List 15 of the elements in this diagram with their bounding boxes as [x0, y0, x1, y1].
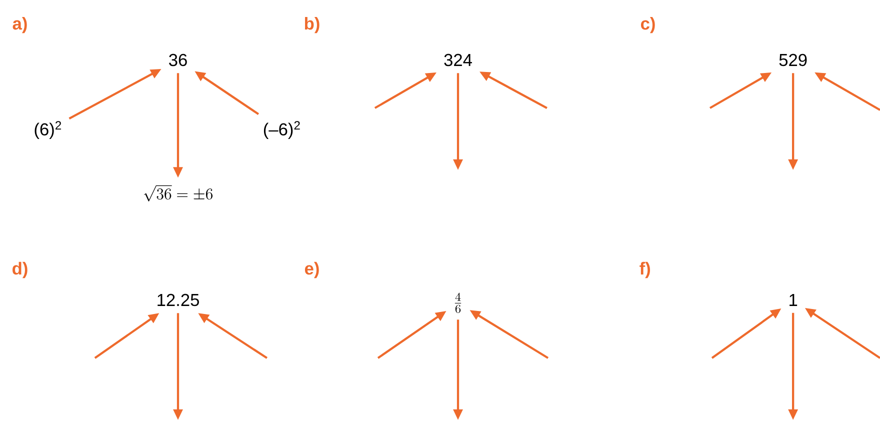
panel-letter: b) — [304, 16, 320, 34]
panel-letter: a) — [12, 16, 27, 34]
expression-text: (6)$^{2}$ — [34, 121, 62, 139]
panel-letter: e) — [304, 262, 319, 278]
expression-text: (–6)$^{2}$ — [264, 121, 300, 139]
expression-text: $\sqrt{36} = \pm 6$ — [144, 185, 213, 202]
value-text: 12.25 — [158, 294, 199, 306]
panel-letter: d) — [12, 262, 28, 278]
value-text: 324 — [444, 54, 472, 66]
panel-letter: f) — [640, 262, 650, 278]
value-text: 1 — [790, 294, 798, 306]
value-text: $\frac{4}{6}$ — [454, 292, 462, 313]
panel-letter: c) — [640, 16, 655, 34]
value-text: 529 — [779, 54, 807, 66]
value-text: 36 — [169, 54, 187, 66]
